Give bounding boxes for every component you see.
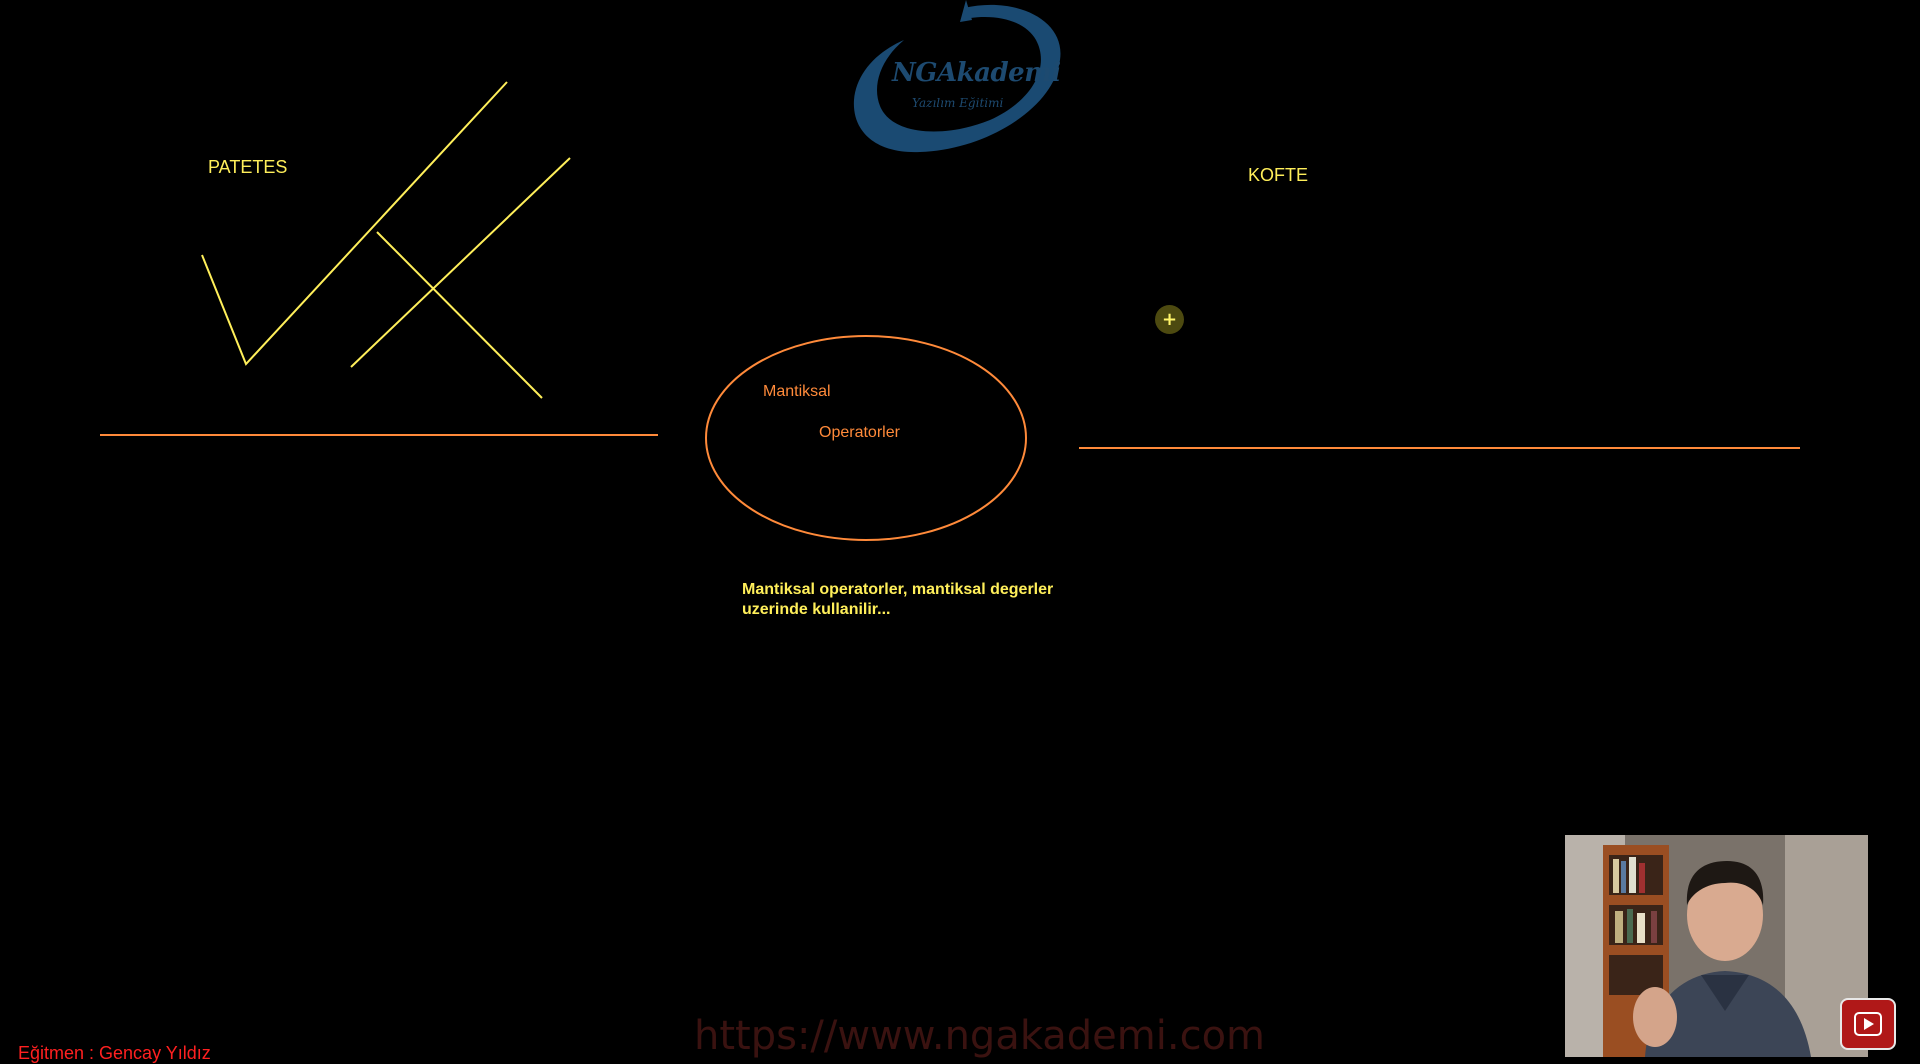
- crosshair-plus-icon: +: [1155, 305, 1184, 334]
- trainer-caption: Eğitmen : Gencay Yıldız: [18, 1043, 211, 1063]
- presenter-webcam: [1565, 835, 1868, 1057]
- label-mantiksal: Mantiksal: [763, 383, 831, 400]
- webcam-scene: [1565, 835, 1868, 1057]
- youtube-play-icon[interactable]: [1840, 998, 1896, 1050]
- logo-swoosh-icon: [853, 0, 1061, 153]
- yellow-diagonal-stroke-1: [350, 157, 571, 368]
- label-kofte: KOFTE: [1248, 165, 1309, 185]
- yellow-checkmark-stroke: [201, 81, 508, 366]
- ngakademi-logo: NGAkademi Yazılım Eğitimi: [846, 0, 1070, 158]
- logo-name: NGAkademi: [892, 58, 1061, 88]
- yellow-diagonal-stroke-2: [376, 231, 543, 399]
- play-triangle-icon: [1854, 1012, 1882, 1036]
- watermark-url: https://www.ngakademi.com: [694, 1013, 1266, 1059]
- label-patetes: PATETES: [208, 157, 288, 177]
- orange-ellipse: [705, 335, 1027, 541]
- label-operatorler: Operatorler: [819, 424, 900, 441]
- description-text: Mantiksal operatorler, mantiksal degerle…: [742, 581, 1054, 618]
- logo-subtitle: Yazılım Eğitimi: [912, 96, 1004, 110]
